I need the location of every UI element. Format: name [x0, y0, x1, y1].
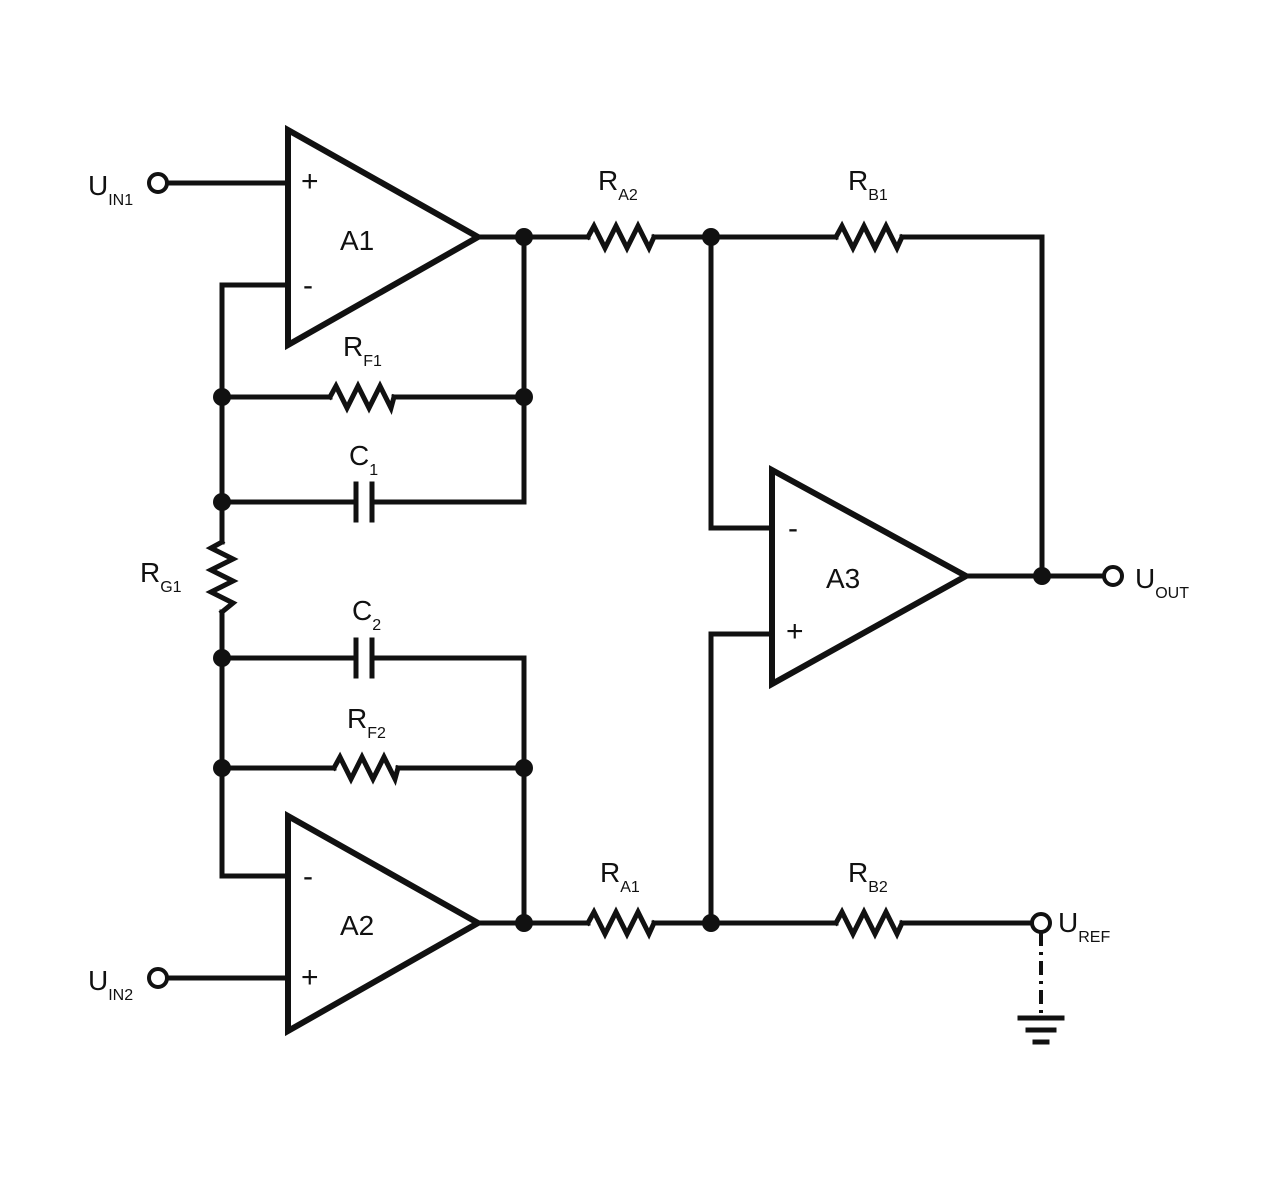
label-ra1: RA1	[600, 857, 640, 896]
junction-dot	[213, 388, 231, 406]
junction-dot	[702, 914, 720, 932]
resistor-rg1	[205, 538, 239, 616]
resistor-ra2	[584, 220, 658, 254]
terminal-uin2	[147, 967, 169, 989]
label-rf2: RF2	[347, 703, 386, 742]
junction-dot	[515, 914, 533, 932]
label-rg1: RG1	[140, 557, 182, 596]
terminal-uout	[1102, 565, 1124, 587]
label-rb2: RB2	[848, 857, 888, 896]
junction-dot	[213, 759, 231, 777]
a2-label: A2	[340, 910, 374, 941]
resistor-rf2	[330, 751, 402, 786]
junction-dot	[702, 228, 720, 246]
junction-dot	[515, 759, 533, 777]
resistor-rb1	[832, 220, 906, 254]
label-rf1: RF1	[343, 331, 382, 370]
label-rb1: RB1	[848, 165, 888, 204]
junctions	[213, 228, 1051, 932]
a3-plus-sign: +	[786, 615, 804, 648]
junction-dot	[515, 388, 533, 406]
junction-dot	[213, 649, 231, 667]
resistor-ra1	[584, 906, 658, 940]
junction-dot	[213, 493, 231, 511]
capacitor-c2	[353, 637, 375, 679]
label-c2: C2	[352, 595, 381, 634]
terminal-uref	[1030, 912, 1052, 934]
junction-dot	[515, 228, 533, 246]
terminal-uin1	[147, 172, 169, 194]
capacitor-c1	[353, 481, 375, 523]
label-uin1: UIN1	[88, 170, 133, 209]
op-amp-a2: - + A2	[285, 810, 485, 1037]
a3-label: A3	[826, 563, 860, 594]
junction-dot	[1033, 567, 1051, 585]
a1-label: A1	[340, 225, 374, 256]
a2-minus-sign: -	[303, 860, 313, 893]
label-uin2: UIN2	[88, 965, 133, 1004]
resistor-rb2	[832, 906, 906, 940]
label-uout: UOUT	[1135, 563, 1189, 602]
label-ra2: RA2	[598, 165, 638, 204]
a1-minus-sign: -	[303, 269, 313, 302]
op-amp-a1: + - A1	[285, 124, 485, 351]
op-amp-a3: - + A3	[769, 464, 973, 690]
ground-icon	[1017, 932, 1065, 1045]
label-c1: C1	[349, 440, 378, 479]
wires	[165, 180, 1107, 981]
a3-minus-sign: -	[788, 512, 798, 545]
a2-plus-sign: +	[301, 961, 319, 994]
label-uref: UREF	[1058, 907, 1110, 946]
a1-plus-sign: +	[301, 165, 319, 198]
resistor-rf1	[326, 380, 398, 415]
